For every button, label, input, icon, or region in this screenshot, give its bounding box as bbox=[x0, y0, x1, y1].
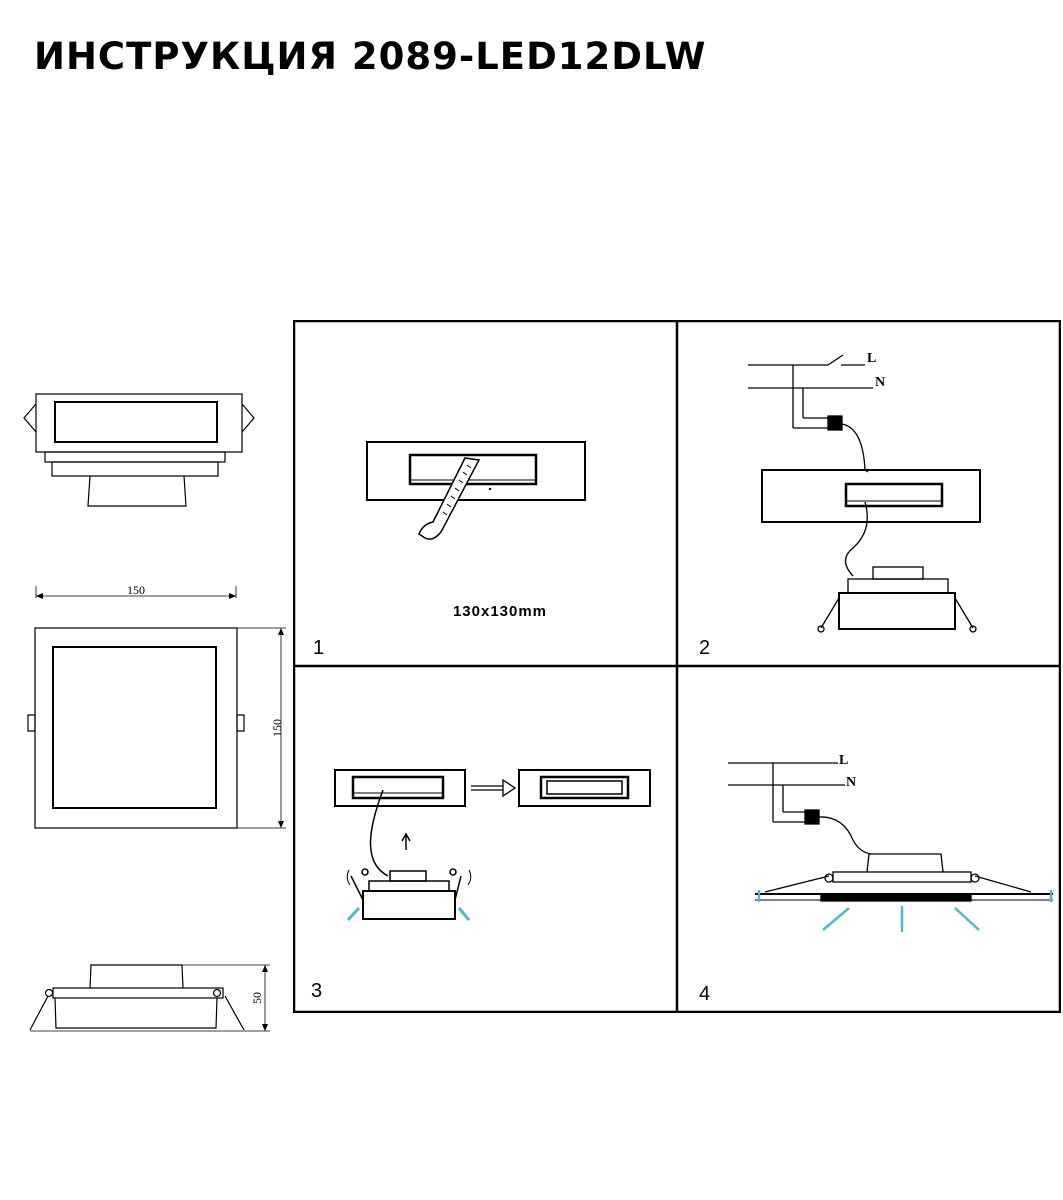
step-3-number: 3 bbox=[311, 980, 322, 1002]
saw-icon bbox=[418, 457, 481, 540]
up-arrow-icon bbox=[401, 832, 411, 850]
step-2-number: 2 bbox=[699, 637, 710, 659]
line-label: L bbox=[867, 351, 876, 366]
width-dimension: 150 bbox=[127, 583, 145, 597]
perspective-view bbox=[23, 393, 255, 507]
height-dimension: 150 bbox=[270, 719, 284, 737]
light-rays-installed bbox=[757, 890, 1053, 932]
document-title: ИНСТРУКЦИЯ 2089-LED12DLW bbox=[34, 35, 707, 78]
neutral-label-step4: N bbox=[846, 775, 856, 790]
right-arrow-icon bbox=[471, 778, 517, 798]
front-view bbox=[27, 586, 286, 829]
step-1-number: 1 bbox=[313, 637, 324, 659]
line-label-step4: L bbox=[839, 753, 848, 768]
neutral-label: N bbox=[875, 375, 885, 390]
side-view bbox=[29, 964, 270, 1032]
technical-views: 150 150 50 bbox=[23, 393, 286, 1032]
step-1-panel: 130x130mm 1 bbox=[313, 441, 586, 659]
step-3-panel: 3 bbox=[311, 769, 651, 1002]
step-4-number: 4 bbox=[699, 983, 710, 1005]
installation-steps: 130x130mm 1 L N 2 bbox=[293, 320, 1061, 1013]
cutout-size-caption: 130x130mm bbox=[453, 603, 547, 620]
depth-dimension: 50 bbox=[250, 992, 264, 1004]
light-rays bbox=[346, 906, 471, 922]
step-4-panel: L N 4 bbox=[699, 753, 1053, 1005]
step-2-panel: L N 2 bbox=[699, 351, 981, 659]
